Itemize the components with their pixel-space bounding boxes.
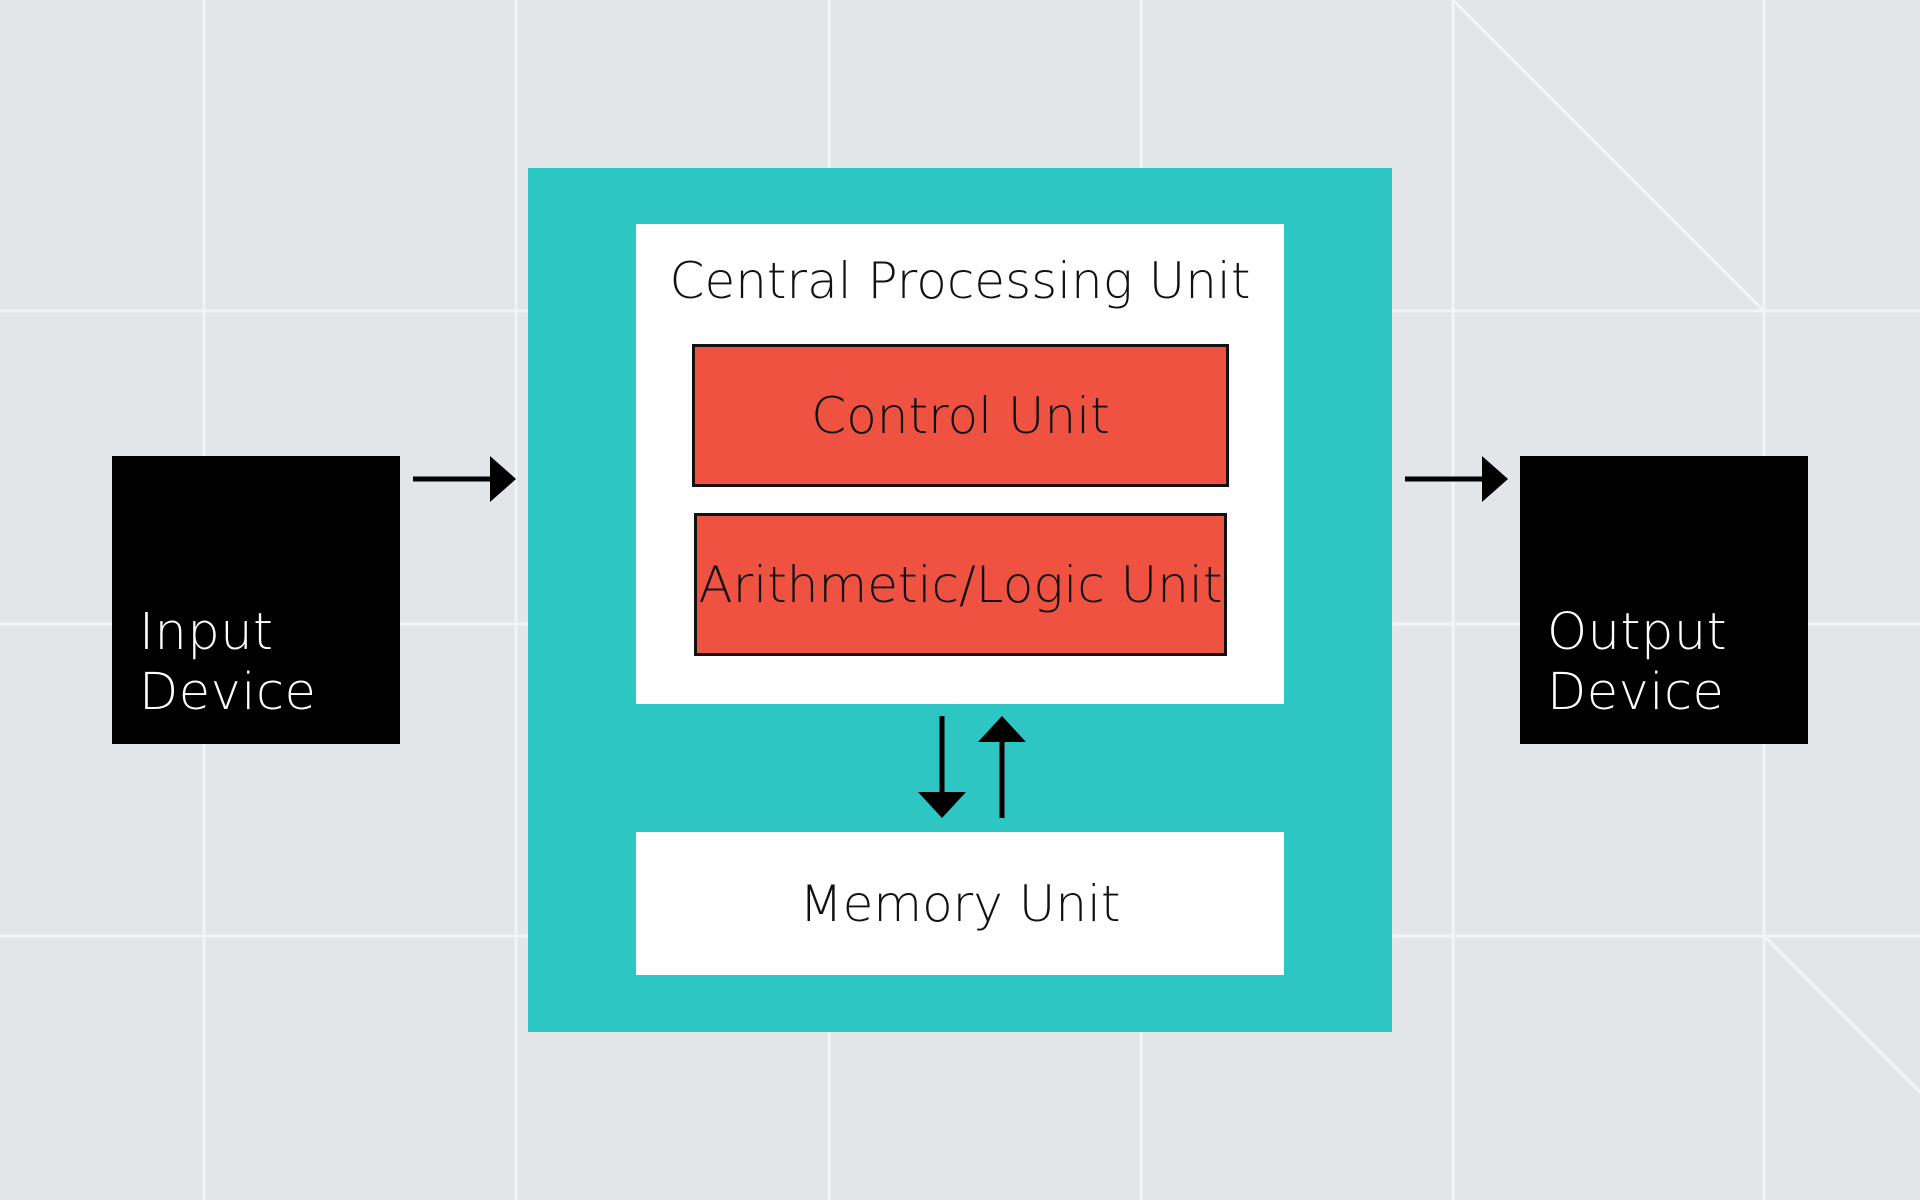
output-device-box: Output Device <box>1520 456 1808 744</box>
input-device-label-line2: Device <box>139 663 317 722</box>
control-unit-box: Control Unit <box>692 344 1229 487</box>
alu-box: Arithmetic/Logic Unit <box>694 513 1227 656</box>
cpu-box: Central Processing Unit Control Unit Ari… <box>636 224 1284 704</box>
input-device-label-line1: Input <box>139 603 274 662</box>
memory-unit-box: Memory Unit <box>636 832 1284 975</box>
alu-label: Arithmetic/Logic Unit <box>698 555 1223 614</box>
computer-system-box: Central Processing Unit Control Unit Ari… <box>528 168 1392 1032</box>
input-device-label: Input Device <box>139 603 316 723</box>
output-device-label-line1: Output <box>1547 603 1728 662</box>
output-device-label: Output Device <box>1547 603 1727 723</box>
cpu-title: Central Processing Unit <box>669 252 1251 310</box>
output-device-label-line2: Device <box>1547 663 1725 722</box>
input-device-box: Input Device <box>112 456 400 744</box>
control-unit-label: Control Unit <box>811 386 1110 445</box>
memory-unit-label: Memory Unit <box>799 874 1121 933</box>
